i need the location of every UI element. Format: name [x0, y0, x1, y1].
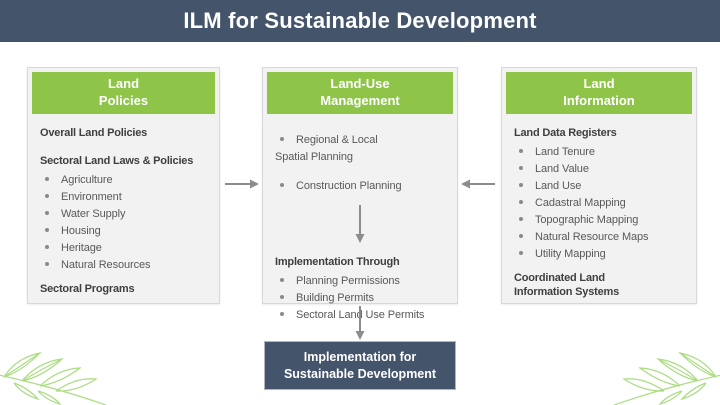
bullet-dot-icon — [45, 177, 49, 182]
bullet-dot-icon — [45, 194, 49, 199]
bullet-item: Natural Resources — [40, 257, 207, 274]
title-bar: ILM for Sustainable Development — [0, 0, 720, 42]
leaf-decoration-left — [0, 352, 106, 405]
bullet-dot-icon — [280, 183, 284, 188]
bullet-list: Land Tenure Land Value Land Use Cadastra… — [514, 144, 684, 263]
panel-header-land-use-management: Land-Use Management — [267, 72, 453, 114]
panel-land-policies: Land Policies Overall Land Policies Sect… — [27, 67, 220, 304]
bullet-item: Topographic Mapping — [514, 212, 684, 229]
bullet-item: Heritage — [40, 240, 207, 257]
panel-body-land-information: Land Data Registers Land Tenure Land Val… — [502, 118, 696, 299]
bullet-dot-icon — [519, 183, 523, 188]
bullet-dot-icon — [45, 245, 49, 250]
bullet-item: Water Supply — [40, 206, 207, 223]
bullet-item: Construction Planning — [275, 178, 445, 195]
arrow-down-icon — [355, 306, 365, 340]
section-heading: Coordinated Land Information Systems — [514, 272, 620, 298]
page-title: ILM for Sustainable Development — [183, 8, 537, 33]
bullet-item: Land Value — [514, 161, 684, 178]
bullet-item: Land Tenure — [514, 144, 684, 161]
bullet-dot-icon — [280, 278, 284, 283]
bullet-item: Agriculture — [40, 172, 207, 189]
arrow-down-icon — [355, 205, 365, 243]
leaf-decoration-right — [614, 352, 720, 405]
bullet-item: Environment — [40, 189, 207, 206]
bullet-dot-icon — [519, 200, 523, 205]
bullet-dot-icon — [519, 166, 523, 171]
bullet-item: Planning Permissions — [275, 273, 445, 290]
bullet-item: Regional & Local Spatial Planning — [275, 134, 378, 163]
panel-land-information: Land Information Land Data Registers Lan… — [501, 67, 697, 304]
bullet-dot-icon — [519, 234, 523, 239]
bullet-item: Land Use — [514, 178, 684, 195]
section-heading: Sectoral Programs — [40, 283, 135, 295]
arrow-right-icon — [225, 179, 259, 189]
implementation-box: Implementation for Sustainable Developme… — [264, 341, 456, 390]
bullet-dot-icon — [519, 149, 523, 154]
bullet-list: Agriculture Environment Water Supply Hou… — [40, 172, 207, 274]
bullet-item: Utility Mapping — [514, 246, 684, 263]
arrow-left-icon — [461, 179, 495, 189]
panel-body-land-use-management: Regional & Local Spatial Planning Constr… — [263, 118, 457, 324]
panel-header-land-policies: Land Policies — [32, 72, 215, 114]
section-heading: Implementation Through — [275, 256, 400, 268]
section-heading: Land Data Registers — [514, 127, 617, 139]
bullet-dot-icon — [45, 211, 49, 216]
bullet-dot-icon — [519, 217, 523, 222]
section-heading: Overall Land Policies — [40, 127, 148, 139]
bullet-item: Housing — [40, 223, 207, 240]
bullet-item: Building Permits — [275, 290, 445, 307]
bullet-dot-icon — [45, 228, 49, 233]
bullet-item: Sectoral Land Use Permits — [275, 307, 445, 324]
bullet-item: Natural Resource Maps — [514, 229, 684, 246]
panel-header-land-information: Land Information — [506, 72, 692, 114]
panel-body-land-policies: Overall Land Policies Sectoral Land Laws… — [28, 118, 219, 296]
bullet-dot-icon — [519, 251, 523, 256]
bullet-dot-icon — [280, 312, 284, 317]
section-heading: Sectoral Land Laws & Policies — [40, 155, 194, 167]
bullet-item: Cadastral Mapping — [514, 195, 684, 212]
bullet-dot-icon — [280, 295, 284, 300]
bullet-list: Planning Permissions Building Permits Se… — [275, 273, 445, 324]
bullet-dot-icon — [280, 137, 284, 142]
panel-land-use-management: Land-Use Management Regional & Local Spa… — [262, 67, 458, 321]
bullet-dot-icon — [45, 262, 49, 267]
